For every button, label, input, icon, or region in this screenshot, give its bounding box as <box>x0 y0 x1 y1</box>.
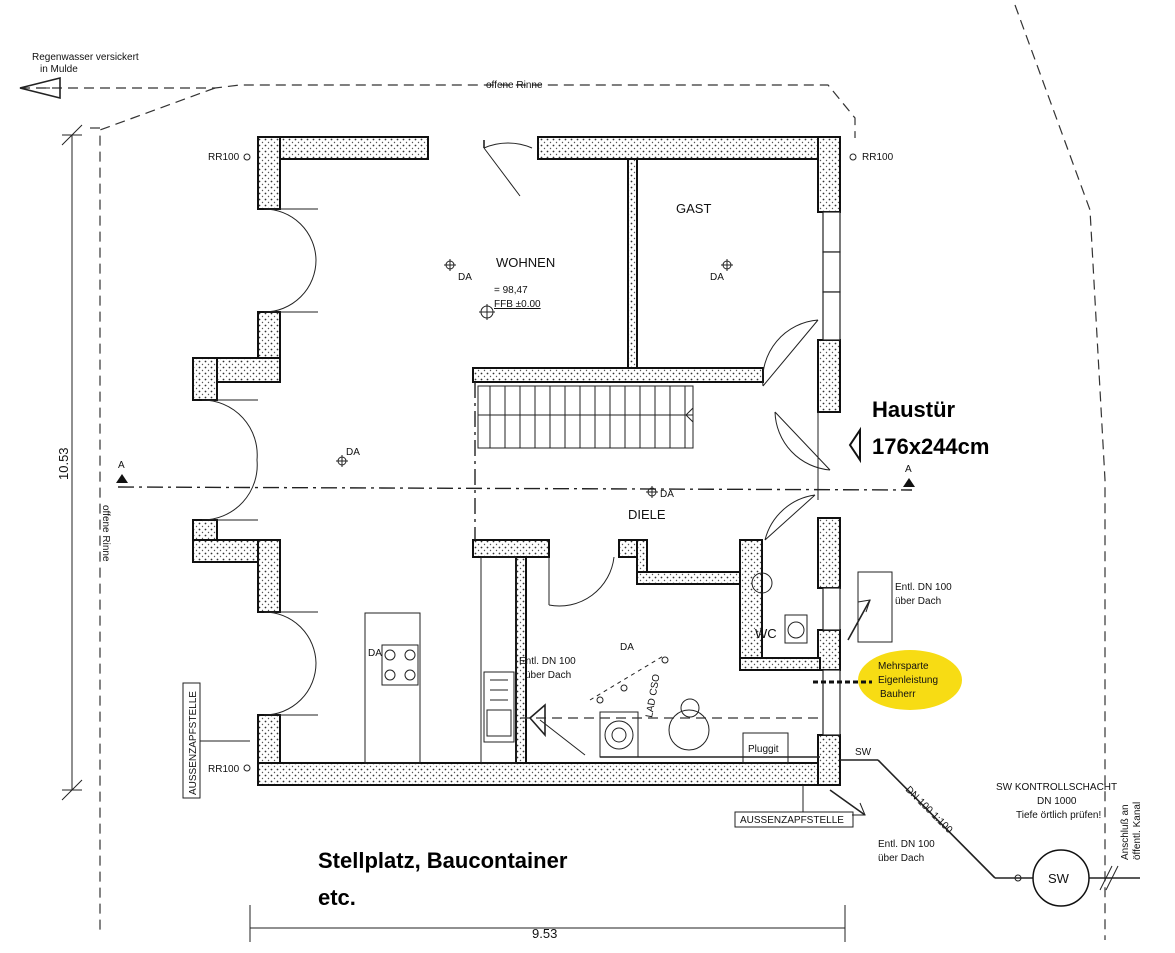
aussenzapfstelle-bottom-box <box>734 811 854 828</box>
room-gast: GAST <box>676 201 711 216</box>
pluggit-label: Pluggit <box>748 744 779 755</box>
anschluss-label-1: Anschluß an <box>1120 804 1131 860</box>
kontrollschacht-label-1: SW KONTROLLSCHACHT <box>996 782 1117 793</box>
lad-cso-label: LAD CSO <box>644 673 662 718</box>
rain-pipe-icon <box>243 764 251 772</box>
exterior-walls <box>192 136 841 786</box>
da-label-kitchen: DA <box>368 648 382 659</box>
room-wc: WC <box>755 626 777 641</box>
rr100-top-right: RR100 <box>862 152 894 163</box>
haustuer-label-2: 176x244cm <box>872 434 989 459</box>
entl-wc-1: Entl. DN 100 <box>895 582 952 593</box>
aussenzapfstelle-left: AUSSENZAPFSTELLE <box>188 691 199 795</box>
haustuer-label-1: Haustür <box>872 397 956 422</box>
level-ffb: FFB ±0.00 <box>494 299 541 310</box>
kontrollschacht-icon <box>1032 849 1090 907</box>
rain-pipe-icon <box>849 153 857 161</box>
da-label-wohnen: DA <box>458 272 472 283</box>
entl-kitchen-2: über Dach <box>525 670 571 681</box>
dimension-height <box>61 124 83 801</box>
room-wohnen: WOHNEN <box>496 255 555 270</box>
rr100-top-left: RR100 <box>208 152 240 163</box>
entl-kitchen-1: Entl. DN 100 <box>519 656 576 667</box>
vent-box <box>857 571 893 643</box>
da-label-gast: DA <box>710 272 724 283</box>
windows <box>822 211 841 736</box>
stellplatz-label-1: Stellplatz, Baucontainer <box>318 848 568 873</box>
regenwasser-label-1: Regenwasser versickert <box>32 52 139 63</box>
anschluss-label-2: öffentl. Kanal <box>1132 802 1143 860</box>
site-outline <box>20 4 1106 940</box>
pipe-label: DN 100 1:100 <box>903 784 955 836</box>
doors <box>201 140 831 716</box>
haustuer-arrow-icon <box>848 426 861 464</box>
mehrsparte-label-3: Bauherr <box>880 689 916 700</box>
entl-outside-1: Entl. DN 100 <box>878 839 935 850</box>
entl-wc-2: über Dach <box>895 596 941 607</box>
entl-outside-2: über Dach <box>878 853 924 864</box>
aussenzapfstelle-bottom: AUSSENZAPFSTELLE <box>740 815 844 826</box>
dimension-width <box>249 905 846 942</box>
offene-rinne-left-label: offene Rinne <box>100 505 111 562</box>
kitchen <box>364 556 517 764</box>
da-label-tech: DA <box>620 642 634 653</box>
level-value: = 98,47 <box>494 285 528 296</box>
wc-fixtures <box>751 572 808 644</box>
drainage-arrow-icon <box>19 76 61 100</box>
sewer-line <box>840 759 1140 891</box>
mehrsparte-label-1: Mehrsparte <box>878 661 929 672</box>
da-label-diele: DA <box>660 489 674 500</box>
section-marker-left: A <box>118 460 125 471</box>
room-diele: DIELE <box>628 507 666 522</box>
da-label-diele-left: DA <box>346 447 360 458</box>
da-marker-icons <box>336 259 733 498</box>
staircase <box>474 382 694 540</box>
mehrsparte-label-2: Eigenleistung <box>878 675 938 686</box>
dimension-height-label: 10.53 <box>56 447 71 480</box>
sw-label: SW <box>855 747 872 758</box>
stellplatz-label-2: etc. <box>318 885 356 910</box>
section-marker-right: A <box>905 464 912 475</box>
mehrsparte-highlight <box>858 650 962 710</box>
rr100-bottom-left: RR100 <box>208 764 240 775</box>
regenwasser-label-2: in Mulde <box>40 64 78 75</box>
kontrollschacht-circle-label: SW <box>1048 871 1070 886</box>
kontrollschacht-label-2: DN 1000 <box>1037 796 1077 807</box>
technical-equipment <box>520 599 871 816</box>
kontrollschacht-label-3: Tiefe örtlich prüfen! <box>1016 810 1101 821</box>
dimension-width-label: 9.53 <box>532 926 557 941</box>
offene-rinne-top-label: offene Rinne <box>486 80 543 91</box>
rain-pipe-icon <box>243 153 251 161</box>
section-line <box>116 474 915 491</box>
